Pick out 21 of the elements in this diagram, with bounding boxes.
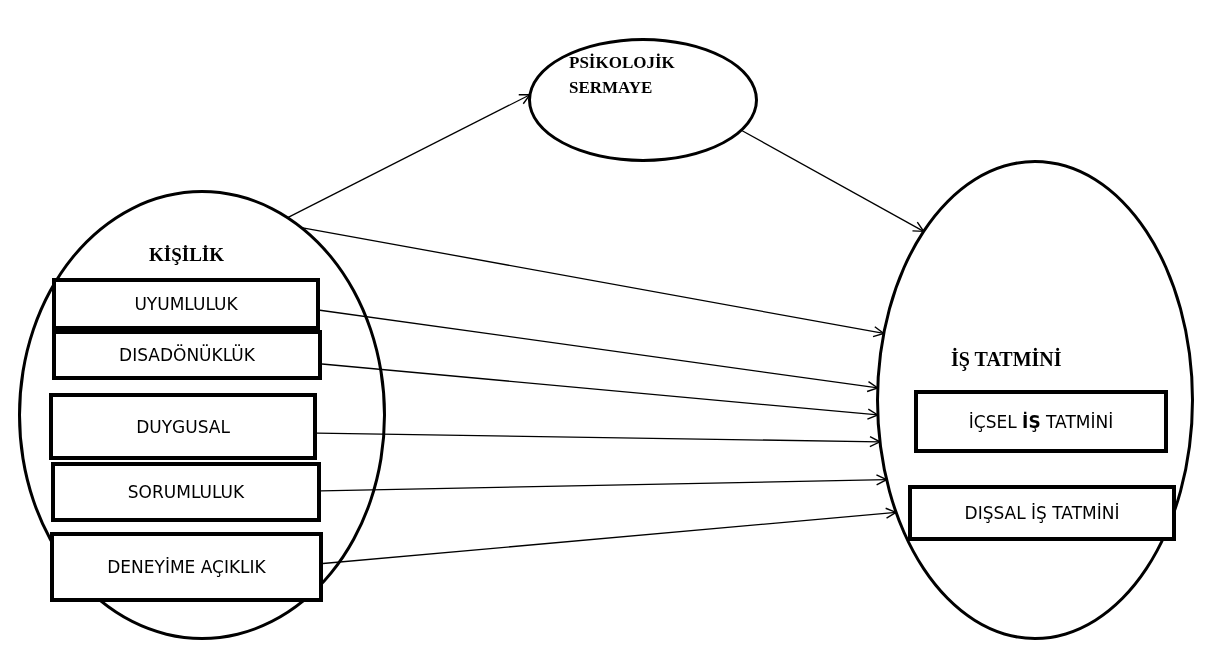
trait-box: İÇSEL İŞ TATMİNİ — [914, 390, 1168, 453]
trait-box: SORUMLULUK — [51, 462, 321, 522]
arrow — [287, 94, 531, 219]
node-heading: İŞ TATMİNİ — [951, 347, 1063, 373]
trait-box: DENEYİME AÇIKLIK — [50, 532, 323, 602]
ellipse-node — [528, 38, 758, 162]
trait-box: DUYGUSAL — [49, 393, 317, 460]
arrow — [322, 507, 897, 565]
trait-box: DIŞSAL İŞ TATMİNİ — [908, 485, 1176, 541]
arrow — [740, 129, 925, 233]
arrow — [320, 474, 888, 492]
arrow — [300, 226, 885, 338]
node-heading: KİŞİLİK — [149, 243, 225, 267]
node-heading: PSİKOLOJİK SERMAYE — [569, 52, 676, 99]
ellipse-node — [876, 160, 1194, 640]
arrow — [316, 432, 881, 448]
ellipse-node — [18, 190, 386, 640]
arrow — [319, 309, 879, 393]
trait-box: UYUMLULUK — [52, 278, 320, 330]
arrow — [321, 363, 879, 420]
trait-box: DISADÖNÜKLÜK — [52, 330, 322, 380]
